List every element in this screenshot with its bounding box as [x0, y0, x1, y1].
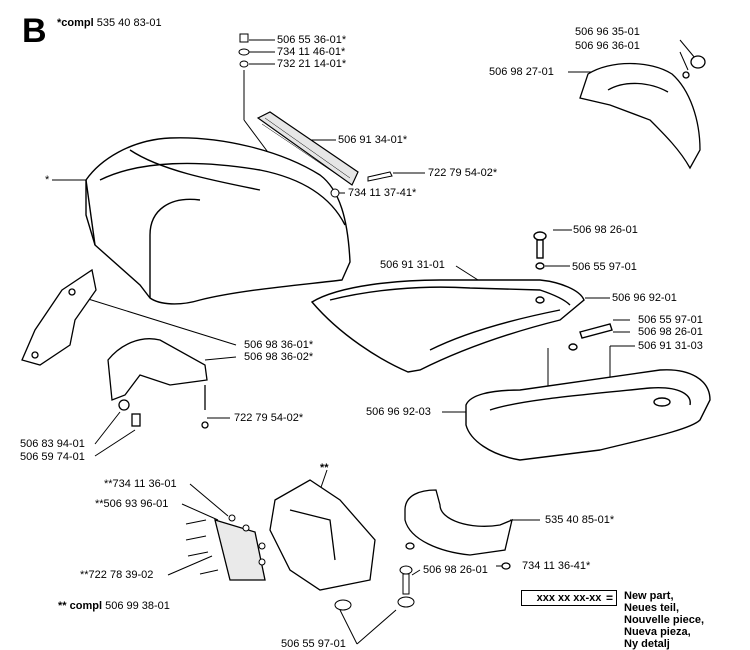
label-knob-2: 506 96 36-01	[575, 40, 640, 52]
upper-shield-outline	[579, 55, 706, 170]
header-compl-prefix: *compl	[57, 17, 94, 29]
label-lower-frame-left: 506 96 92-03	[366, 406, 431, 418]
label-washer-left: 506 83 94-01	[20, 438, 85, 450]
bracket-mid-outline	[107, 338, 209, 429]
legend-line: Nouvelle piece,	[624, 614, 705, 626]
label-bolt-top: 506 55 36-01*	[277, 34, 347, 46]
header-compl: *compl 535 40 83-01	[57, 17, 162, 29]
label-star: *	[45, 174, 50, 186]
label-washer-right: 506 55 97-01	[572, 261, 637, 273]
label-pin-mid: 722 79 54-02*	[428, 167, 498, 179]
label-screw-bl: **722 78 39-02	[80, 569, 154, 581]
label-screen: 506 91 34-01*	[338, 134, 408, 146]
label-washer-r2: 506 55 97-01	[638, 314, 703, 326]
label-upper-shield: 506 98 27-01	[489, 66, 554, 78]
legend-line: Neues teil,	[624, 602, 680, 614]
label-bracket-1: 506 98 36-01*	[244, 339, 314, 351]
legend-line: Nueva pieza,	[624, 626, 691, 638]
label-double-star: **	[320, 462, 329, 474]
bottom-cover-outline	[214, 479, 376, 591]
label-curved-guard: 535 40 85-01*	[545, 514, 615, 526]
bracket-left-outline	[21, 268, 97, 366]
label-nut-bl: **734 11 36-01	[104, 478, 177, 490]
legend-equals: =	[606, 591, 614, 605]
legend-code-box: xxx xx xx-xx	[521, 590, 617, 606]
hood-outline	[85, 137, 351, 305]
lower-frame-outline	[465, 323, 711, 461]
label-nut-mid: 734 11 37-41*	[348, 187, 417, 199]
footer-compl-prefix: ** compl	[58, 600, 103, 612]
label-washer-top: 734 11 46-01*	[277, 46, 346, 58]
label-lower-frame: 506 91 31-03	[638, 340, 703, 352]
legend-text: New part, Neues teil, Nouvelle piece, Nu…	[624, 590, 704, 650]
label-washer-bottom: 506 55 97-01	[281, 638, 346, 650]
curved-guard-outline	[404, 489, 513, 570]
label-bolt-r2: 506 98 26-01	[638, 326, 703, 338]
label-nut-top: 732 21 14-01*	[277, 58, 347, 70]
header-compl-number: 535 40 83-01	[96, 17, 162, 29]
tray-outline	[310, 231, 585, 373]
legend-line: Ny detalj	[624, 638, 670, 650]
label-knob-1: 506 96 35-01	[575, 26, 640, 38]
label-bolt-bottom: 506 98 26-01	[423, 564, 488, 576]
footer-compl-number: 506 99 38-01	[105, 600, 170, 612]
label-bolt-right: 506 98 26-01	[573, 224, 638, 236]
section-letter: B	[22, 12, 47, 50]
label-bracket-2: 506 98 36-02*	[244, 351, 314, 363]
legend-line: New part,	[624, 590, 674, 602]
label-nut-bottom: 734 11 36-41*	[522, 560, 591, 572]
label-clip-bl: **506 93 96-01	[95, 498, 169, 510]
label-tray: 506 91 31-01	[380, 259, 445, 271]
label-pin-bottom: 722 79 54-02*	[234, 412, 304, 424]
label-screw-left: 506 59 74-01	[20, 451, 85, 463]
footer-compl: ** compl 506 99 38-01	[58, 600, 170, 612]
label-tray-right: 506 96 92-01	[612, 292, 677, 304]
